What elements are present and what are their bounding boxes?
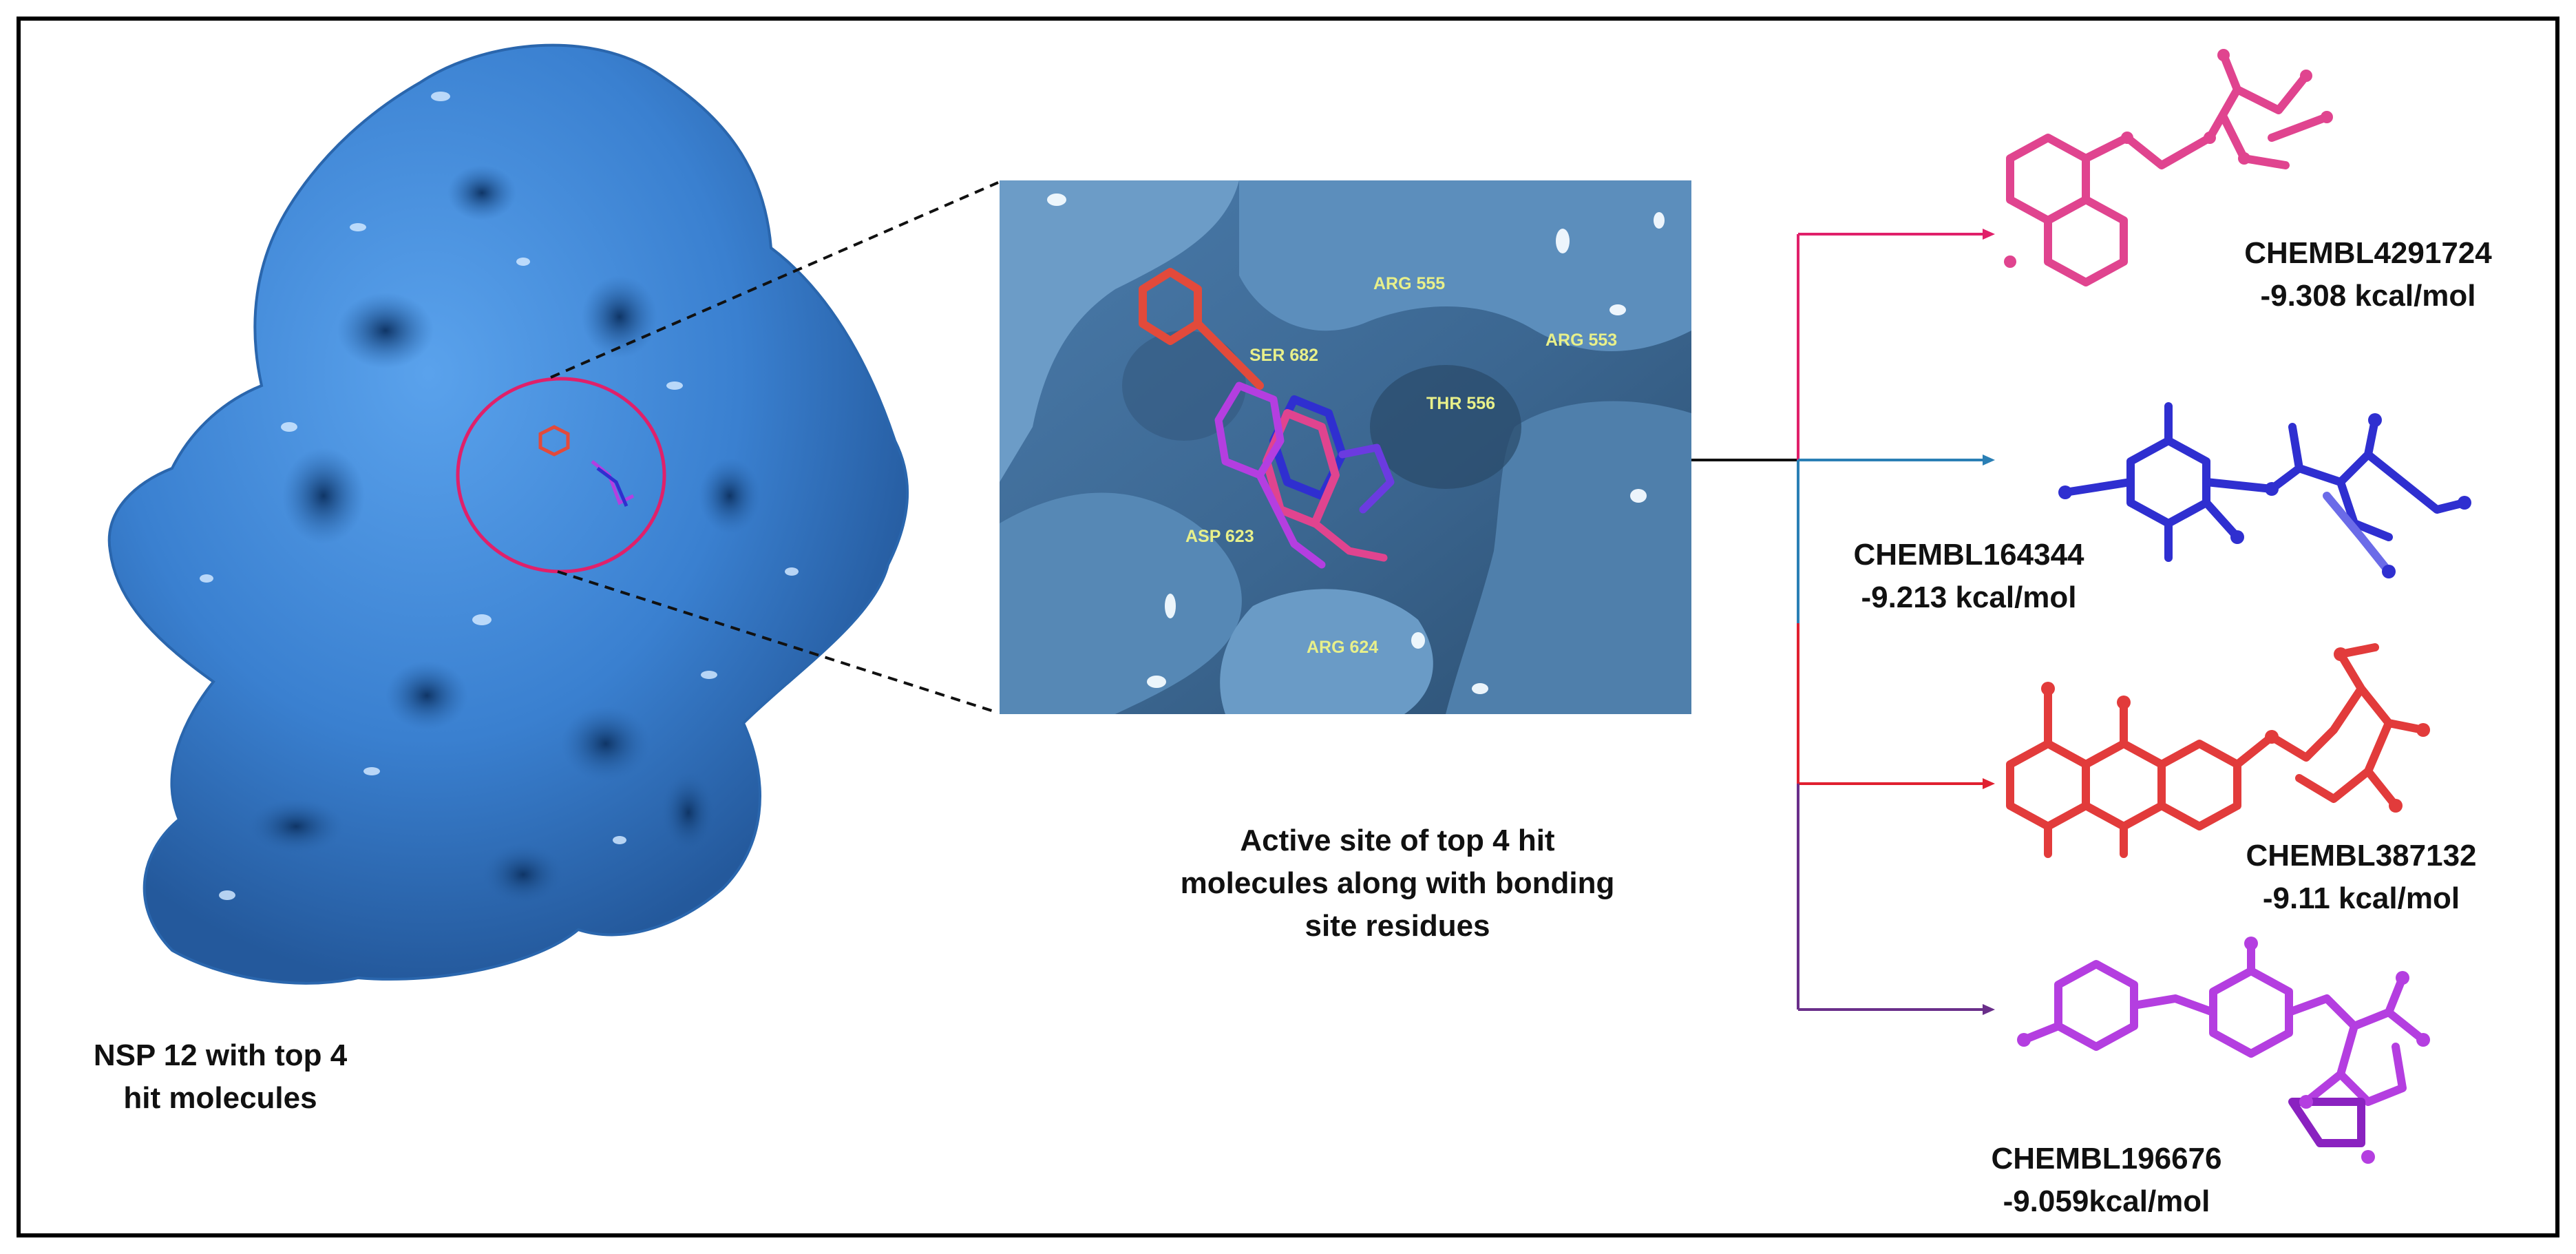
residue-label: THR 556 [1426,394,1495,413]
zoom-line-bottom [557,570,999,714]
protein-caption-line: hit molecules [123,1081,317,1115]
molecule-structure-3 [2006,643,2430,858]
molecule-structure-1 [2004,49,2333,286]
residue-label: ARG 624 [1307,638,1378,657]
molecule-label: CHEMBL387132 -9.11 kcal/mol [2217,835,2506,920]
molecule-label: CHEMBL164344 -9.213 kcal/mol [1824,534,2113,619]
active-site-panel: ARG 555 SER 682 ARG 553 THR 556 ASP 623 … [1000,180,1691,714]
active-site-caption-line: Active site of top 4 hit [1240,824,1555,857]
residue-label: SER 682 [1249,346,1318,365]
protein-ligand-icon [538,425,635,507]
active-site-caption-line: molecules along with bonding [1180,866,1615,900]
protein-caption-line: NSP 12 with top 4 [93,1038,348,1072]
molecule-id: CHEMBL387132 [2246,839,2477,872]
molecule-label: CHEMBL4291724 -9.308 kcal/mol [2220,232,2516,317]
molecule-structure-4 [2017,937,2430,1164]
residue-label: ARG 555 [1373,274,1445,293]
figure-frame [17,17,2559,1237]
molecule-id: CHEMBL164344 [1853,538,2084,572]
branch-connectors [1691,229,1995,1015]
molecule-score: -9.11 kcal/mol [2262,881,2460,915]
molecule-score: -9.308 kcal/mol [2260,279,2476,313]
molecule-score: -9.213 kcal/mol [1861,581,2077,614]
molecule-id: CHEMBL4291724 [2244,236,2492,270]
active-site-caption: Active site of top 4 hit molecules along… [1115,819,1680,948]
molecule-structure-2 [2058,402,2471,578]
active-site-caption-line: site residues [1305,909,1490,943]
molecule-id: CHEMBL196676 [1991,1142,2222,1175]
residue-label: ARG 553 [1545,331,1617,350]
molecule-label: CHEMBL196676 -9.059kcal/mol [1962,1138,2251,1223]
residue-label: ASP 623 [1185,527,1254,546]
protein-surface [107,43,909,985]
molecule-score: -9.059kcal/mol [2003,1184,2210,1218]
protein-caption: NSP 12 with top 4 hit molecules [55,1034,386,1120]
docked-ligands [1139,268,1395,569]
